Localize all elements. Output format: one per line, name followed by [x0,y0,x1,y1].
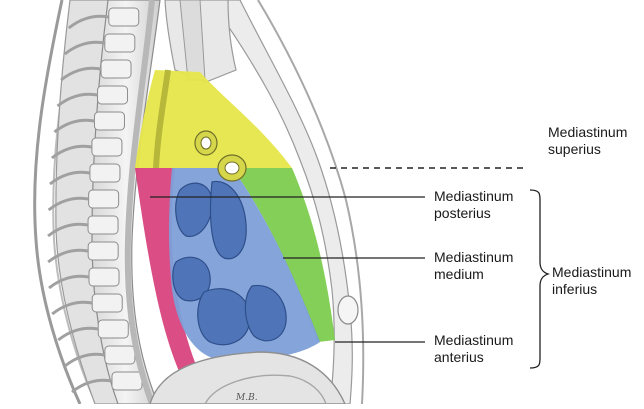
label-medium: Mediastinum medium [434,249,513,283]
vertebra [88,242,118,260]
vertebra [90,164,120,182]
label-anterius: Mediastinum anterius [434,332,513,366]
vertebra [89,268,119,286]
vertebra [98,320,128,338]
vertebra [109,8,139,26]
vertebra [92,294,122,312]
vertebra [94,112,124,130]
artist-signature: M.B. [235,393,258,403]
label-posterius: Mediastinum posterius [434,188,513,222]
vertebra [112,372,142,390]
vertebra [92,138,122,156]
vertebra [105,346,135,364]
brace-inferius [530,190,548,368]
label-inferius: Mediastinum inferius [552,264,631,298]
vertebra [105,34,135,52]
label-superius: Mediastinum superius [548,124,627,158]
sternum-bone [338,296,358,324]
vertebra [98,86,128,104]
vertebra [101,60,131,78]
vertebra [89,190,119,208]
vertebra [88,216,118,234]
